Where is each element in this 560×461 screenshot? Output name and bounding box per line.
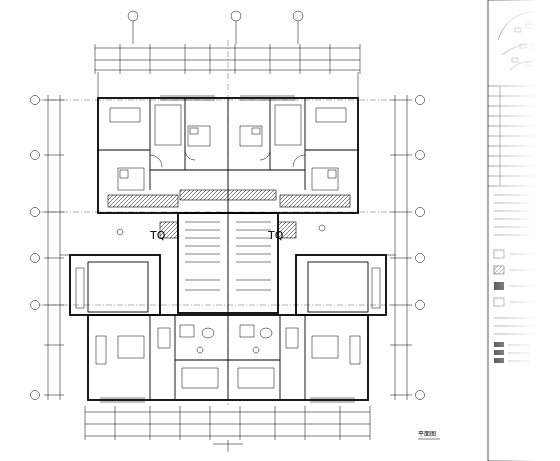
legend-swatches [493, 249, 550, 363]
title-block [487, 0, 560, 461]
axis-grid [40, 40, 390, 405]
scale-caption-group: 平面图 [418, 431, 440, 440]
location-sketch [497, 11, 560, 71]
upper-unit-block [97, 95, 359, 214]
dimension-lines-bottom [84, 406, 371, 452]
door-swings [149, 149, 306, 168]
notes-lines [494, 194, 552, 236]
scale-caption: 平面图 [418, 431, 436, 438]
dimension-lines-top [94, 44, 361, 100]
dimension-lines-right [390, 95, 412, 400]
central-stair-core [159, 212, 297, 314]
bedroom-furniture [109, 104, 347, 191]
lower-unit-block [87, 314, 369, 403]
dimension-lines-left [44, 95, 64, 400]
living-room-furniture [95, 327, 361, 365]
tq-mark-right: TQ [267, 229, 284, 242]
grid-axis-bubbles [30, 10, 425, 400]
tq-annotations: TQ TQ [116, 224, 326, 242]
bathroom-fixtures [179, 324, 275, 389]
bottom-dimension-ticks [213, 440, 243, 452]
title-block-rows [488, 85, 560, 187]
tq-mark-left: TQ [149, 229, 166, 242]
